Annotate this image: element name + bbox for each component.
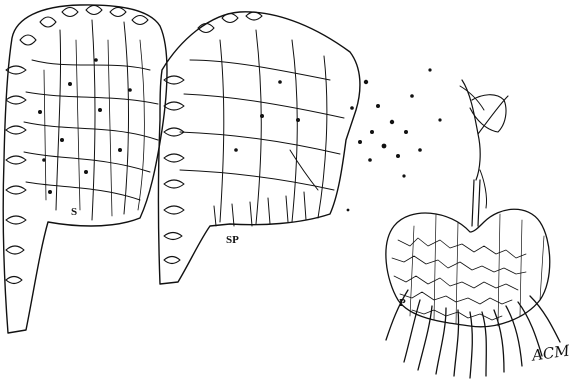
prothallus-drawing (386, 80, 560, 378)
section-s-drawing (3, 5, 167, 333)
section-sp-drawing (159, 12, 360, 284)
panel-label-s: S (71, 206, 77, 218)
panel-label-sp: SP (226, 234, 239, 246)
released-spores (347, 68, 442, 211)
panel-label-p: P (399, 297, 406, 309)
